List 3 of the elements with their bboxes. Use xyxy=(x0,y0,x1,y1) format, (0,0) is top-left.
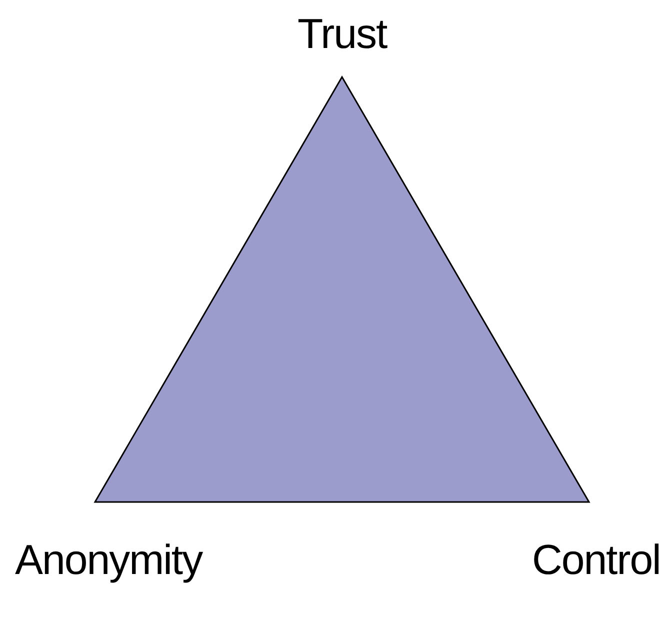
vertex-label: Trust xyxy=(298,10,387,58)
vertex-label: Anonymity xyxy=(15,536,202,584)
vertex-label: Control xyxy=(532,536,660,584)
